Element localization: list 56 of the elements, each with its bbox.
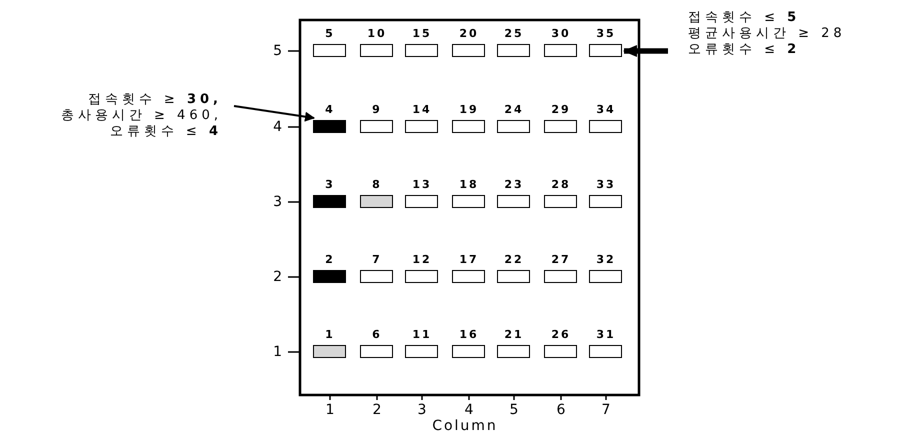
cell-number: 16 (458, 329, 480, 341)
cell-number: 2 (324, 254, 336, 266)
cell-number: 28 (550, 179, 572, 191)
cell-number: 6 (371, 329, 383, 341)
cell-number: 7 (371, 254, 383, 266)
cell-number: 27 (550, 254, 572, 266)
axis-tick-label: 4 (273, 120, 282, 134)
condition-text: 접속횟수 ≤ 5 (688, 10, 802, 26)
axis-title: Column (432, 419, 498, 433)
cell-number: 26 (550, 329, 572, 341)
cell-number: 4 (324, 104, 336, 116)
axis-tick-label: 5 (510, 403, 518, 417)
cell-number: 17 (458, 254, 480, 266)
axis-tick-label: 2 (273, 270, 282, 284)
cell-number: 29 (550, 104, 572, 116)
condition-text: 오류횟수 ≤ 2 (688, 42, 802, 58)
axis-tick-label: 4 (464, 403, 474, 417)
cell-number: 8 (371, 179, 383, 191)
cell-number: 18 (458, 179, 480, 191)
axis-tick-label: 1 (273, 345, 282, 359)
cell-number: 23 (503, 179, 525, 191)
arrow (623, 45, 668, 57)
condition-text: 총사용시간 ≥ 460, (60, 108, 222, 124)
condition-text: 평균사용시간 ≥ 28 (688, 26, 846, 42)
cell-number: 9 (371, 104, 383, 116)
cell-number: 5 (324, 28, 336, 40)
cell-number: 3 (324, 179, 336, 191)
cell-number: 34 (595, 104, 617, 116)
cell-number: 30 (550, 28, 572, 40)
cell-number: 31 (595, 329, 617, 341)
cell-number: 12 (411, 254, 433, 266)
cell-number: 19 (458, 104, 480, 116)
cell-number: 35 (595, 28, 617, 40)
cell-number: 21 (503, 329, 525, 341)
cell-number: 33 (595, 179, 617, 191)
cell-number: 32 (595, 254, 617, 266)
cell-number: 10 (366, 28, 388, 40)
cell-number: 14 (411, 104, 433, 116)
arrow (234, 105, 315, 122)
cell-number: 20 (458, 28, 480, 40)
cell-number: 24 (503, 104, 525, 116)
axis-tick-label: 2 (372, 403, 382, 417)
axis-tick-label: 1 (326, 403, 334, 417)
condition-text: 접속횟수 ≥ 30, (86, 92, 222, 108)
cell-number: 1 (324, 329, 336, 341)
axis-tick-label: 6 (556, 403, 566, 417)
axis-tick-label: 3 (273, 195, 282, 209)
condition-text: 오류횟수 ≤ 4 (108, 124, 222, 140)
cell-number: 15 (411, 28, 433, 40)
cell-number: 25 (503, 28, 525, 40)
axis-tick-label: 5 (273, 44, 282, 58)
cell-number: 13 (411, 179, 433, 191)
cell-number: 11 (411, 329, 433, 341)
axis-tick-label: 3 (418, 403, 426, 417)
cell-number: 22 (503, 254, 525, 266)
axis-tick-label: 7 (602, 403, 610, 417)
